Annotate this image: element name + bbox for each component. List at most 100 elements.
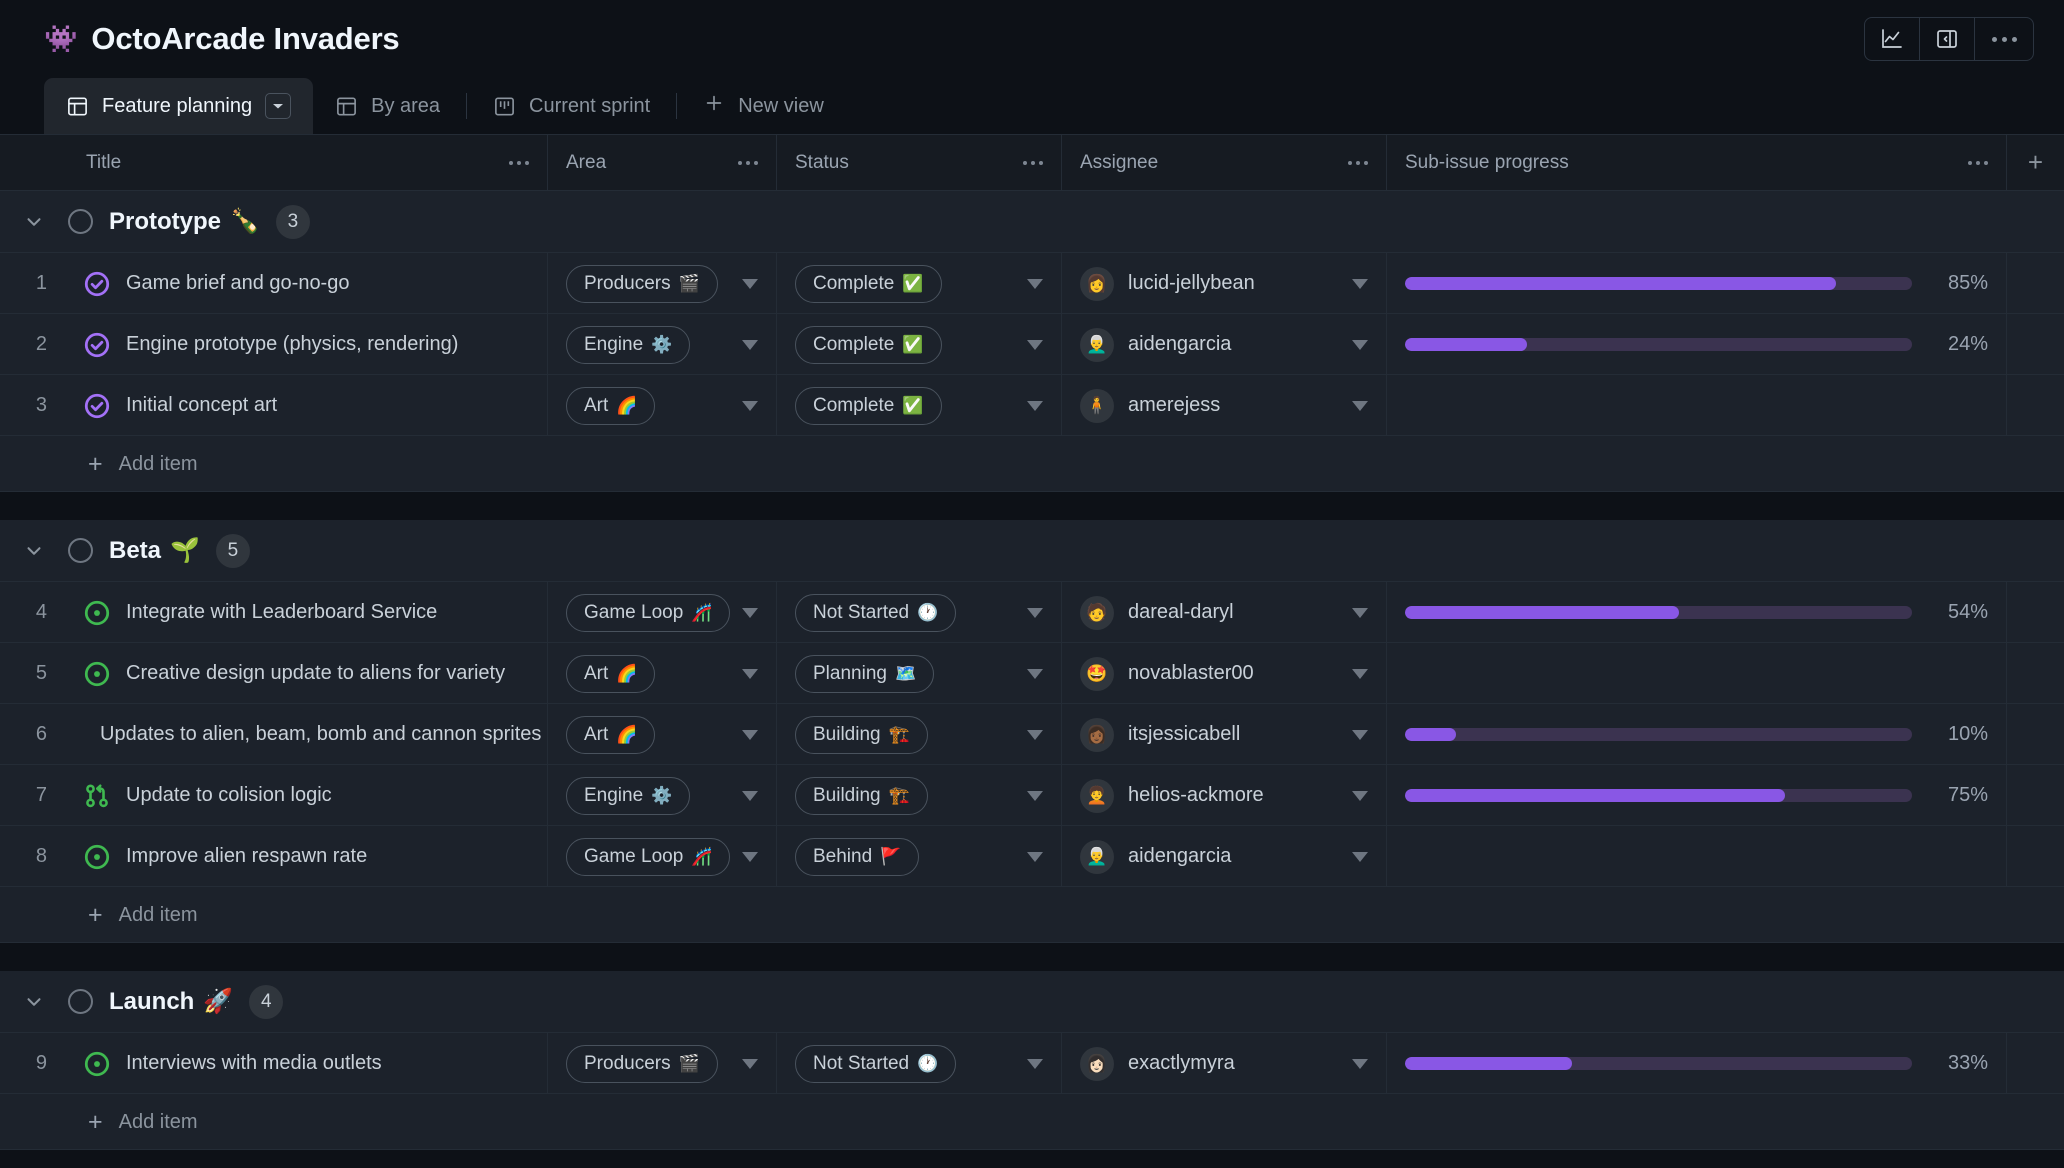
group-header[interactable]: Launch🚀4 [0, 971, 2064, 1033]
cell-area[interactable]: Producers🎬 [548, 1033, 777, 1094]
column-header-progress[interactable]: Sub-issue progress [1387, 135, 2007, 191]
cell-assignee[interactable]: 👩lucid-jellybean [1062, 253, 1387, 314]
cell-area[interactable]: Game Loop🎢 [548, 582, 777, 643]
cell-title[interactable]: Engine prototype (physics, rendering) [68, 314, 548, 375]
chevron-down-icon[interactable] [742, 340, 758, 350]
chevron-down-icon[interactable] [1027, 669, 1043, 679]
area-select[interactable]: Game Loop🎢 [566, 838, 758, 876]
cell-assignee[interactable]: 👨‍🦳aidengarcia [1062, 314, 1387, 375]
chevron-down-icon[interactable] [1352, 1059, 1368, 1069]
cell-area[interactable]: Art🌈 [548, 375, 777, 436]
table-row[interactable]: 5Creative design update to aliens for va… [0, 643, 2064, 704]
cell-area[interactable]: Art🌈 [548, 643, 777, 704]
table-row[interactable]: 9Interviews with media outletsProducers🎬… [0, 1033, 2064, 1094]
tab-by-area[interactable]: By area [313, 78, 462, 134]
chevron-down-icon[interactable] [742, 608, 758, 618]
assignee-select[interactable]: 👩🏾itsjessicabell [1080, 718, 1368, 752]
status-select[interactable]: Behind🚩 [795, 838, 1043, 876]
cell-title[interactable]: Interviews with media outlets [68, 1033, 548, 1094]
cell-assignee[interactable]: 🤩novablaster00 [1062, 643, 1387, 704]
chevron-down-icon[interactable] [1352, 730, 1368, 740]
cell-progress[interactable]: 33% [1387, 1033, 2007, 1094]
assignee-select[interactable]: 🧑dareal-daryl [1080, 596, 1368, 630]
assignee-select[interactable]: 👩🏻exactlymyra [1080, 1047, 1368, 1081]
add-item-row[interactable]: +Add item [0, 887, 2064, 943]
tab-current-sprint[interactable]: Current sprint [471, 78, 672, 134]
area-select[interactable]: Producers🎬 [566, 265, 758, 303]
add-item-button[interactable]: +Add item [0, 887, 198, 943]
assignee-select[interactable]: 👨‍🦳aidengarcia [1080, 840, 1368, 874]
chevron-down-icon[interactable] [1027, 1059, 1043, 1069]
status-select[interactable]: Complete✅ [795, 265, 1043, 303]
cell-status[interactable]: Planning🗺️ [777, 643, 1062, 704]
cell-progress[interactable] [1387, 826, 2007, 887]
cell-title[interactable]: Integrate with Leaderboard Service [68, 582, 548, 643]
chevron-down-icon[interactable] [742, 669, 758, 679]
column-header-area[interactable]: Area [548, 135, 777, 191]
add-item-row[interactable]: +Add item [0, 1094, 2064, 1150]
group-header[interactable]: Beta🌱5 [0, 520, 2064, 582]
assignee-select[interactable]: 🧍amerejess [1080, 389, 1368, 423]
chevron-down-icon[interactable] [1352, 852, 1368, 862]
cell-progress[interactable] [1387, 375, 2007, 436]
chevron-down-icon[interactable] [1352, 669, 1368, 679]
status-select[interactable]: Complete✅ [795, 326, 1043, 364]
chevron-down-icon[interactable] [1027, 401, 1043, 411]
cell-title[interactable]: Update to colision logic [68, 765, 548, 826]
cell-status[interactable]: Not Started🕐 [777, 582, 1062, 643]
chevron-down-icon[interactable] [742, 791, 758, 801]
side-panel-button[interactable] [1920, 18, 1975, 60]
chevron-down-icon[interactable] [1352, 791, 1368, 801]
assignee-select[interactable]: 👨‍🦳aidengarcia [1080, 328, 1368, 362]
table-row[interactable]: 2Engine prototype (physics, rendering)En… [0, 314, 2064, 375]
chevron-down-icon[interactable] [1027, 730, 1043, 740]
cell-progress[interactable]: 75% [1387, 765, 2007, 826]
group-header[interactable]: Prototype🍾3 [0, 191, 2064, 253]
add-item-row[interactable]: +Add item [0, 436, 2064, 492]
cell-assignee[interactable]: 🧑dareal-daryl [1062, 582, 1387, 643]
area-select[interactable]: Art🌈 [566, 655, 758, 693]
assignee-select[interactable]: 🧑‍🦱helios-ackmore [1080, 779, 1368, 813]
cell-title[interactable]: Game brief and go-no-go [68, 253, 548, 314]
cell-assignee[interactable]: 🧑‍🦱helios-ackmore [1062, 765, 1387, 826]
cell-title[interactable]: Updates to alien, beam, bomb and cannon … [68, 704, 548, 765]
status-select[interactable]: Planning🗺️ [795, 655, 1043, 693]
cell-status[interactable]: Building🏗️ [777, 704, 1062, 765]
column-menu-icon[interactable] [1348, 161, 1368, 165]
table-row[interactable]: 7Update to colision logicEngine⚙️Buildin… [0, 765, 2064, 826]
cell-progress[interactable]: 10% [1387, 704, 2007, 765]
chevron-down-icon[interactable] [742, 401, 758, 411]
table-row[interactable]: 3Initial concept artArt🌈Complete✅🧍amerej… [0, 375, 2064, 436]
chevron-down-icon[interactable] [1352, 608, 1368, 618]
table-row[interactable]: 8Improve alien respawn rateGame Loop🎢Beh… [0, 826, 2064, 887]
chevron-down-icon[interactable] [742, 1059, 758, 1069]
chevron-down-icon[interactable] [1352, 401, 1368, 411]
cell-assignee[interactable]: 👩🏻exactlymyra [1062, 1033, 1387, 1094]
cell-area[interactable]: Engine⚙️ [548, 314, 777, 375]
add-item-button[interactable]: +Add item [0, 1094, 198, 1150]
status-select[interactable]: Building🏗️ [795, 777, 1043, 815]
cell-status[interactable]: Building🏗️ [777, 765, 1062, 826]
add-item-button[interactable]: +Add item [0, 436, 198, 492]
group-collapse-button[interactable] [0, 540, 68, 562]
cell-assignee[interactable]: 👩🏾itsjessicabell [1062, 704, 1387, 765]
chevron-down-icon[interactable] [1027, 608, 1043, 618]
chevron-down-icon[interactable] [742, 852, 758, 862]
status-select[interactable]: Not Started🕐 [795, 594, 1043, 632]
group-collapse-button[interactable] [0, 991, 68, 1013]
new-view-button[interactable]: New view [681, 78, 846, 134]
column-menu-icon[interactable] [1968, 161, 1988, 165]
group-collapse-button[interactable] [0, 211, 68, 233]
cell-area[interactable]: Game Loop🎢 [548, 826, 777, 887]
table-row[interactable]: 4Integrate with Leaderboard ServiceGame … [0, 582, 2064, 643]
column-header-status[interactable]: Status [777, 135, 1062, 191]
area-select[interactable]: Art🌈 [566, 716, 758, 754]
cell-status[interactable]: Complete✅ [777, 375, 1062, 436]
chevron-down-icon[interactable] [1352, 279, 1368, 289]
add-column-button[interactable]: + [2007, 135, 2064, 190]
cell-progress[interactable]: 85% [1387, 253, 2007, 314]
chevron-down-icon[interactable] [1027, 279, 1043, 289]
status-select[interactable]: Complete✅ [795, 387, 1043, 425]
column-header-title[interactable]: Title [68, 135, 548, 191]
cell-title[interactable]: Creative design update to aliens for var… [68, 643, 548, 704]
